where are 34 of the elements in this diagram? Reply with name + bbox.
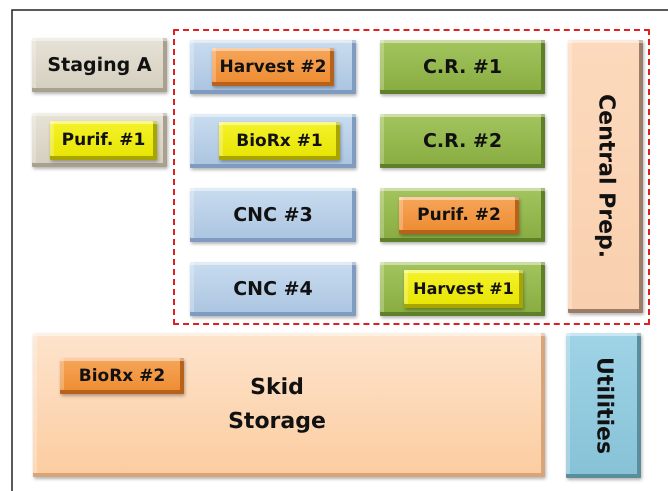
zone-label: Utilities (590, 356, 617, 454)
process-box (212, 48, 334, 86)
zone-label: C.R. #1 (422, 56, 502, 78)
zone-box (190, 40, 356, 94)
zone-box (380, 40, 545, 94)
zone-label: Central Prep. (592, 94, 619, 259)
zone-label: Purif. #1 (62, 130, 146, 151)
zone-label: Harvest #1 (413, 279, 514, 299)
zone-box (32, 113, 167, 167)
zone-label: Staging A (47, 54, 152, 76)
process-box (399, 197, 519, 234)
zone-label: Skid Storage (227, 374, 327, 436)
zone-box (33, 333, 545, 477)
zone-box (380, 114, 545, 168)
zone-label: Purif. #2 (417, 205, 501, 226)
zone-box (190, 114, 356, 168)
process-box (219, 122, 340, 160)
process-box (60, 358, 184, 394)
zone-label: CNC #4 (233, 278, 313, 300)
zone-label: C.R. #2 (422, 130, 502, 152)
zone-box (32, 38, 167, 92)
zone-box (190, 188, 356, 242)
zone-label: BioRx #2 (78, 366, 166, 386)
zone-label: Harvest #2 (220, 56, 326, 78)
dashed-region (173, 29, 650, 325)
process-box (404, 270, 523, 308)
zone-box (568, 40, 643, 313)
zone-label: BioRx #1 (236, 130, 323, 152)
zone-box (380, 262, 545, 316)
zone-label: CNC #3 (233, 204, 313, 226)
process-box (50, 121, 157, 160)
zone-box (190, 262, 356, 316)
zone-box (566, 333, 641, 478)
zone-box (380, 188, 545, 242)
